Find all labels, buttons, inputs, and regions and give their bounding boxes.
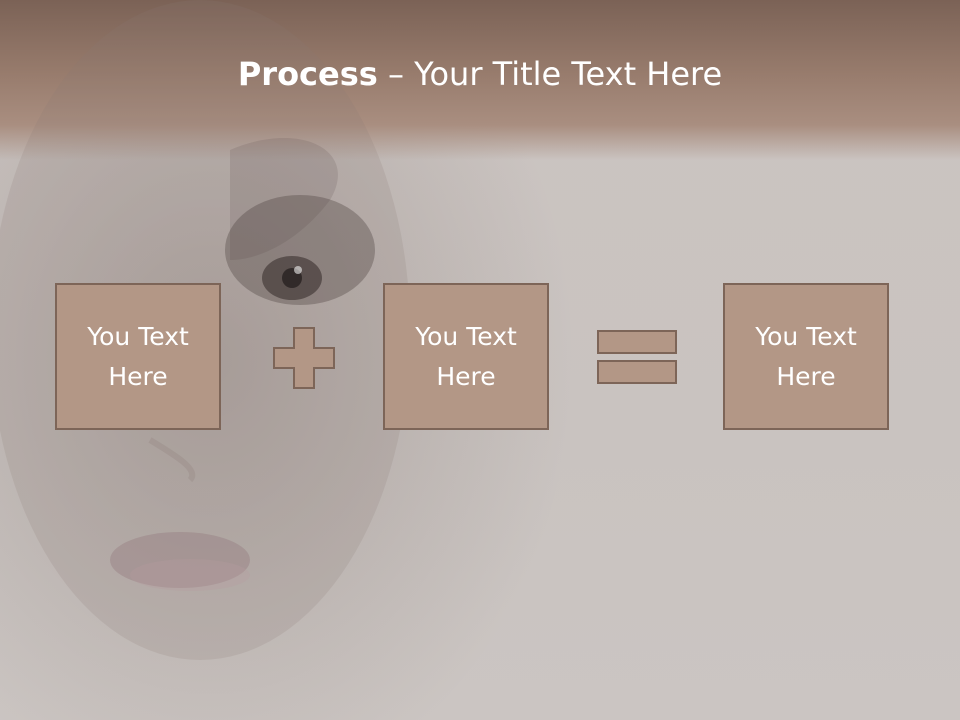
- title-rest-text: – Your Title Text Here: [377, 55, 723, 93]
- process-box-3-label: You Text Here: [755, 321, 857, 391]
- process-box-3[interactable]: You Text Here: [723, 283, 889, 430]
- process-box-2-label: You Text Here: [415, 321, 517, 391]
- process-box-1[interactable]: You Text Here: [55, 283, 221, 430]
- process-box-2[interactable]: You Text Here: [383, 283, 549, 430]
- process-box-1-label: You Text Here: [87, 321, 189, 391]
- slide-title: Process – Your Title Text Here: [0, 52, 960, 96]
- equals-icon: [597, 330, 677, 384]
- header-band: [0, 0, 960, 160]
- plus-icon: [273, 327, 335, 389]
- title-bold-text: Process: [237, 55, 378, 93]
